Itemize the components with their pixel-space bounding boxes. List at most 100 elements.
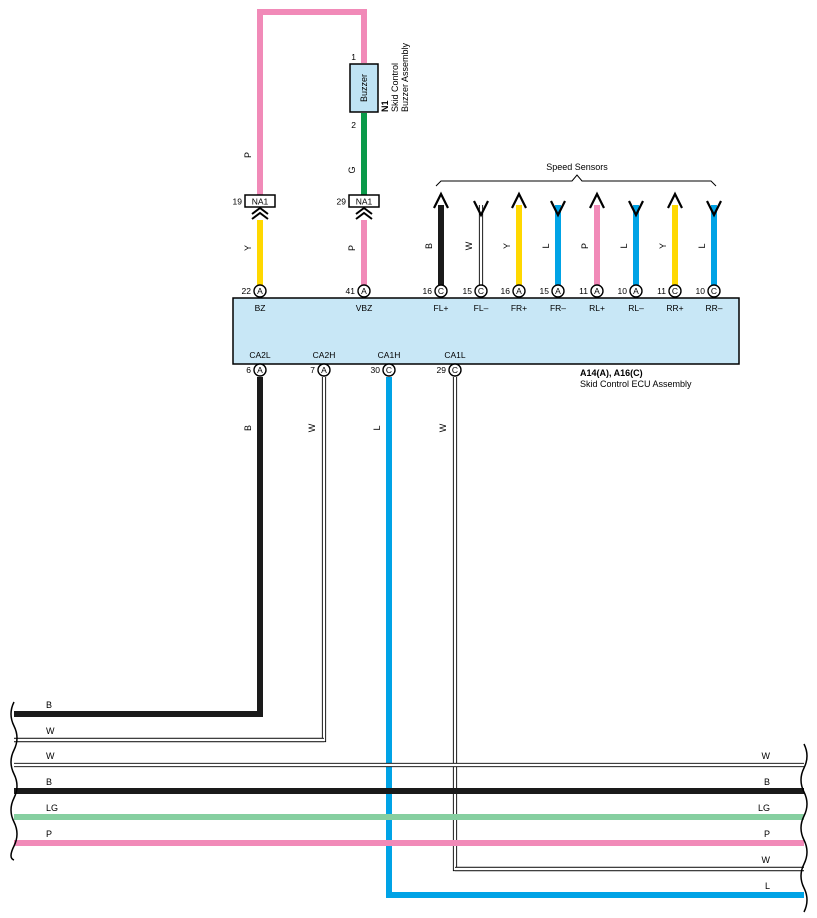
ecu-top-terminal — [434, 284, 448, 298]
ecu-top-terminal-pin: 22 — [242, 286, 252, 296]
ecu-bottom-terminal-name: CA1L — [444, 350, 466, 360]
ecu-top-terminal — [253, 284, 267, 298]
ecu-top-terminal-name: BZ — [255, 303, 266, 313]
left-break-mark — [10, 701, 18, 861]
wire-label-ca1l: W — [438, 423, 448, 432]
ecu-bottom-terminal-name: CA2H — [313, 350, 336, 360]
buzzer-pin-bottom: 2 — [351, 120, 356, 130]
chevron-icon — [355, 206, 373, 215]
arrow-up-icon — [667, 191, 683, 209]
ecu-top-terminal-pin: 15 — [463, 286, 473, 296]
ecu-top-terminal-pin: 10 — [618, 286, 628, 296]
ecu-ref: A14(A), A16(C) — [580, 368, 643, 378]
sensor-wire-label: L — [697, 243, 707, 248]
ecu-bottom-terminal — [382, 363, 396, 377]
connector-label-29: NA1 — [356, 197, 373, 207]
ecu-top-terminal-letter: A — [594, 286, 600, 296]
sensor-wire-label: Y — [502, 243, 512, 249]
chevron-icon — [251, 211, 269, 220]
right-break-mark — [800, 743, 808, 913]
ecu-top-terminal-letter: C — [672, 286, 678, 296]
wire-label-vbz-lower: P — [347, 245, 357, 251]
ecu-top-terminal-letter: A — [257, 286, 263, 296]
bus-line-left-label: B — [46, 777, 52, 787]
ecu-top-terminal-pin: 11 — [657, 286, 666, 296]
bus-line-left-label: W — [46, 726, 55, 736]
bus-line-left-label: B — [46, 700, 52, 710]
ecu-top-terminal — [512, 284, 526, 298]
wire-ca2l — [14, 377, 263, 717]
wire-label-ca2h: W — [307, 423, 317, 432]
wire-ca1l — [453, 377, 804, 871]
buzzer-pin-top: 1 — [351, 52, 356, 62]
wire-label-bz-lower: Y — [243, 245, 253, 251]
ecu-name: Skid Control ECU Assembly — [580, 379, 692, 389]
wire-ca2h-outline — [14, 377, 327, 743]
wire-ca1l-outline — [452, 377, 804, 872]
ecu-top-terminal-pin: 16 — [501, 286, 511, 296]
arrow-up-icon — [433, 191, 449, 209]
chevron-icon — [251, 206, 269, 215]
wire-bz-pink — [257, 9, 367, 196]
buzzer-name-1: Skid Control — [390, 63, 400, 112]
buzzer-name-2: Buzzer Assembly — [400, 42, 410, 112]
bus-line-right-label: B — [764, 777, 770, 787]
ecu-top-terminal — [474, 284, 488, 298]
ecu-bottom-terminal — [317, 363, 331, 377]
ecu-bottom-terminal-letter: C — [452, 365, 458, 375]
sensor-wire-label: L — [541, 243, 551, 248]
bus-line-left-label: LG — [46, 803, 58, 813]
arrow-down-icon — [706, 200, 722, 218]
sensor-wire-label: P — [580, 243, 590, 249]
ecu-bottom-terminal-name: CA2L — [249, 350, 271, 360]
arrow-down-icon — [473, 200, 489, 218]
ecu-top-terminal-pin: 11 — [579, 286, 588, 296]
ecu-top-terminal-name: FR+ — [511, 303, 527, 313]
ecu-top-terminal-name: RR+ — [666, 303, 683, 313]
sensor-wire-label: W — [464, 241, 474, 250]
ecu-top-terminal-pin: 15 — [540, 286, 550, 296]
arrow-down-icon — [550, 200, 566, 218]
bus-line-right-label: P — [764, 829, 770, 839]
arrow-down-icon — [628, 200, 644, 218]
ecu-bottom-terminal-letter: A — [321, 365, 327, 375]
ecu-top-terminal-name: FL– — [474, 303, 489, 313]
sensor-wire-label: Y — [658, 243, 668, 249]
ecu-top-terminal-letter: A — [633, 286, 639, 296]
ecu-top-terminal-pin: 16 — [423, 286, 433, 296]
ecu-bottom-terminal-pin: 29 — [437, 365, 447, 375]
ecu-top-terminal-letter: C — [711, 286, 717, 296]
wire-label-bz-upper: P — [243, 152, 253, 158]
buzzer-ref: N1 — [380, 100, 390, 112]
ecu-top-terminal-name: RL+ — [589, 303, 605, 313]
wire-label-ca2l: B — [243, 425, 253, 431]
wire-label-ca1h: L — [372, 425, 382, 430]
ecu-box — [232, 297, 740, 365]
ecu-top-terminal-name: FR– — [550, 303, 566, 313]
arrow-up-icon — [589, 191, 605, 209]
bus-line-left-label: P — [46, 829, 52, 839]
ecu-top-terminal-name: VBZ — [356, 303, 373, 313]
ecu-top-terminal-pin: 10 — [696, 286, 706, 296]
ecu-bottom-terminal-name: CA1H — [378, 350, 401, 360]
ecu-top-terminal-name: RR– — [705, 303, 722, 313]
ecu-top-terminal-letter: C — [438, 286, 444, 296]
ecu-top-terminal-letter: A — [361, 286, 367, 296]
ecu-bottom-terminal — [448, 363, 462, 377]
ecu-bottom-terminal — [253, 363, 267, 377]
ecu-top-terminal-pin: 41 — [346, 286, 356, 296]
ecu-top-terminal-letter: A — [516, 286, 522, 296]
wire-label-buzzer-lower: G — [347, 166, 357, 173]
ecu-top-terminal — [357, 284, 371, 298]
bus-line-right-label: W — [762, 855, 771, 865]
bus-line-right-label: W — [762, 751, 771, 761]
connector-label-19: NA1 — [252, 197, 269, 207]
bus-line-right-label: L — [765, 881, 770, 891]
ecu-top-terminals: A22BZA41VBZC16FL+C15FL–A16FR+A15FR–A11RL… — [242, 284, 723, 313]
buzzer-label: Buzzer — [359, 74, 369, 102]
ecu-top-terminal — [707, 284, 721, 298]
arrow-up-icon — [511, 191, 527, 209]
